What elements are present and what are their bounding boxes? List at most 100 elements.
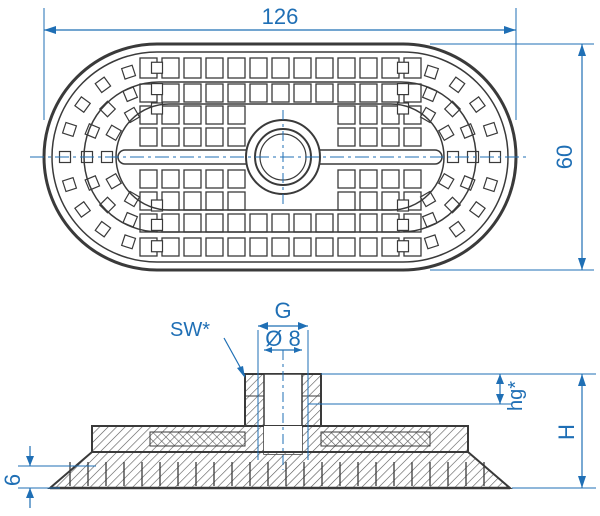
grid-cell xyxy=(105,124,123,142)
grid-cell xyxy=(315,83,334,103)
grid-cell xyxy=(315,213,334,233)
dimension-wrench: SW* xyxy=(170,319,246,378)
grid-cell xyxy=(293,83,312,103)
grid-cell xyxy=(337,191,356,211)
grid-cell xyxy=(84,175,101,191)
grid-cell xyxy=(84,123,101,139)
grid-cell xyxy=(183,83,202,103)
grid-cell xyxy=(161,127,180,147)
grid-cell xyxy=(150,61,164,74)
grid-cell xyxy=(105,172,123,190)
grid-cell xyxy=(183,57,202,79)
grid-cell xyxy=(468,200,486,218)
grid-cell xyxy=(396,61,410,74)
grid-cell xyxy=(74,96,92,114)
grid-cell xyxy=(468,96,486,114)
grid-cell xyxy=(227,213,246,233)
grid-cell xyxy=(123,106,141,124)
grid-cell xyxy=(396,218,410,231)
grid-cell xyxy=(205,83,224,103)
grid-cell xyxy=(381,237,400,257)
side-view-lip xyxy=(47,451,513,489)
grid-cell xyxy=(227,169,246,189)
grid-cell xyxy=(359,105,378,125)
grid-cell xyxy=(293,213,312,233)
grid-cell xyxy=(94,220,112,238)
grid-cell xyxy=(437,124,455,142)
grid-cell xyxy=(423,64,440,80)
grid-cell xyxy=(403,169,422,189)
dimension-width: 60 xyxy=(430,43,594,271)
grid-cell xyxy=(249,83,268,103)
grid-cell xyxy=(359,57,378,79)
grid-cell xyxy=(337,169,356,189)
grid-cell xyxy=(437,172,455,190)
grid-cell xyxy=(205,169,224,189)
grid-cell xyxy=(396,82,410,96)
grid-cell xyxy=(293,237,312,257)
grid-cell xyxy=(271,83,290,103)
grid-cell xyxy=(381,105,400,125)
grid-cell xyxy=(161,169,180,189)
grid-cell xyxy=(271,237,290,257)
grid-cell xyxy=(183,127,202,147)
grid-cell xyxy=(359,191,378,211)
grid-cell xyxy=(337,105,356,125)
grid-cell xyxy=(150,82,164,96)
grid-cell xyxy=(359,127,378,147)
grid-cell xyxy=(271,213,290,233)
grid-cell xyxy=(139,169,158,189)
grid-cell xyxy=(423,234,440,250)
grid-cell xyxy=(381,57,400,79)
grid-cell xyxy=(74,200,92,218)
dimension-length: 126 xyxy=(43,4,517,120)
dimension-thread-height: hg* xyxy=(308,373,527,411)
side-view-ribs xyxy=(69,462,485,486)
grid-cell xyxy=(315,237,334,257)
grid-cell xyxy=(183,213,202,233)
grid-cell xyxy=(98,196,117,214)
dimension-diameter-label: Ø 8 xyxy=(265,326,300,351)
grid-cell xyxy=(120,234,137,250)
grid-cell xyxy=(150,240,164,253)
dimension-thread-label: G xyxy=(274,298,291,323)
grid-cell xyxy=(161,105,180,125)
grid-cell xyxy=(120,64,137,80)
grid-cell xyxy=(459,175,476,191)
grid-cell xyxy=(396,240,410,253)
dimension-wrench-label: SW* xyxy=(170,319,210,341)
grid-cell xyxy=(227,57,246,79)
grid-cell xyxy=(227,127,246,147)
grid-cell xyxy=(419,106,437,124)
grid-cell xyxy=(419,190,437,208)
grid-cell xyxy=(359,169,378,189)
grid-cell xyxy=(337,83,356,103)
grid-cell xyxy=(98,100,117,118)
grid-cell xyxy=(359,213,378,233)
grid-cell xyxy=(359,237,378,257)
grid-cell xyxy=(443,196,462,214)
dimension-height: H xyxy=(512,373,596,489)
grid-cell xyxy=(227,83,246,103)
grid-cell xyxy=(227,191,246,211)
side-view xyxy=(47,330,513,490)
grid-cell xyxy=(227,237,246,257)
dimension-lip-height-label: 6 xyxy=(0,474,25,486)
grid-cell xyxy=(205,191,224,211)
grid-cell xyxy=(293,57,312,79)
grid-cell xyxy=(205,57,224,79)
grid-cell xyxy=(337,237,356,257)
grid-cell xyxy=(482,176,499,193)
grid-cell xyxy=(381,191,400,211)
grid-cell xyxy=(183,169,202,189)
dimension-lip-height: 6 xyxy=(0,446,96,508)
dimension-height-label: H xyxy=(554,424,579,440)
grid-cell xyxy=(61,176,78,193)
dimension-width-label: 60 xyxy=(552,145,577,169)
grid-cell xyxy=(161,213,180,233)
grid-cell xyxy=(271,57,290,79)
grid-cell xyxy=(381,169,400,189)
grid-cell xyxy=(183,191,202,211)
grid-cell xyxy=(381,83,400,103)
